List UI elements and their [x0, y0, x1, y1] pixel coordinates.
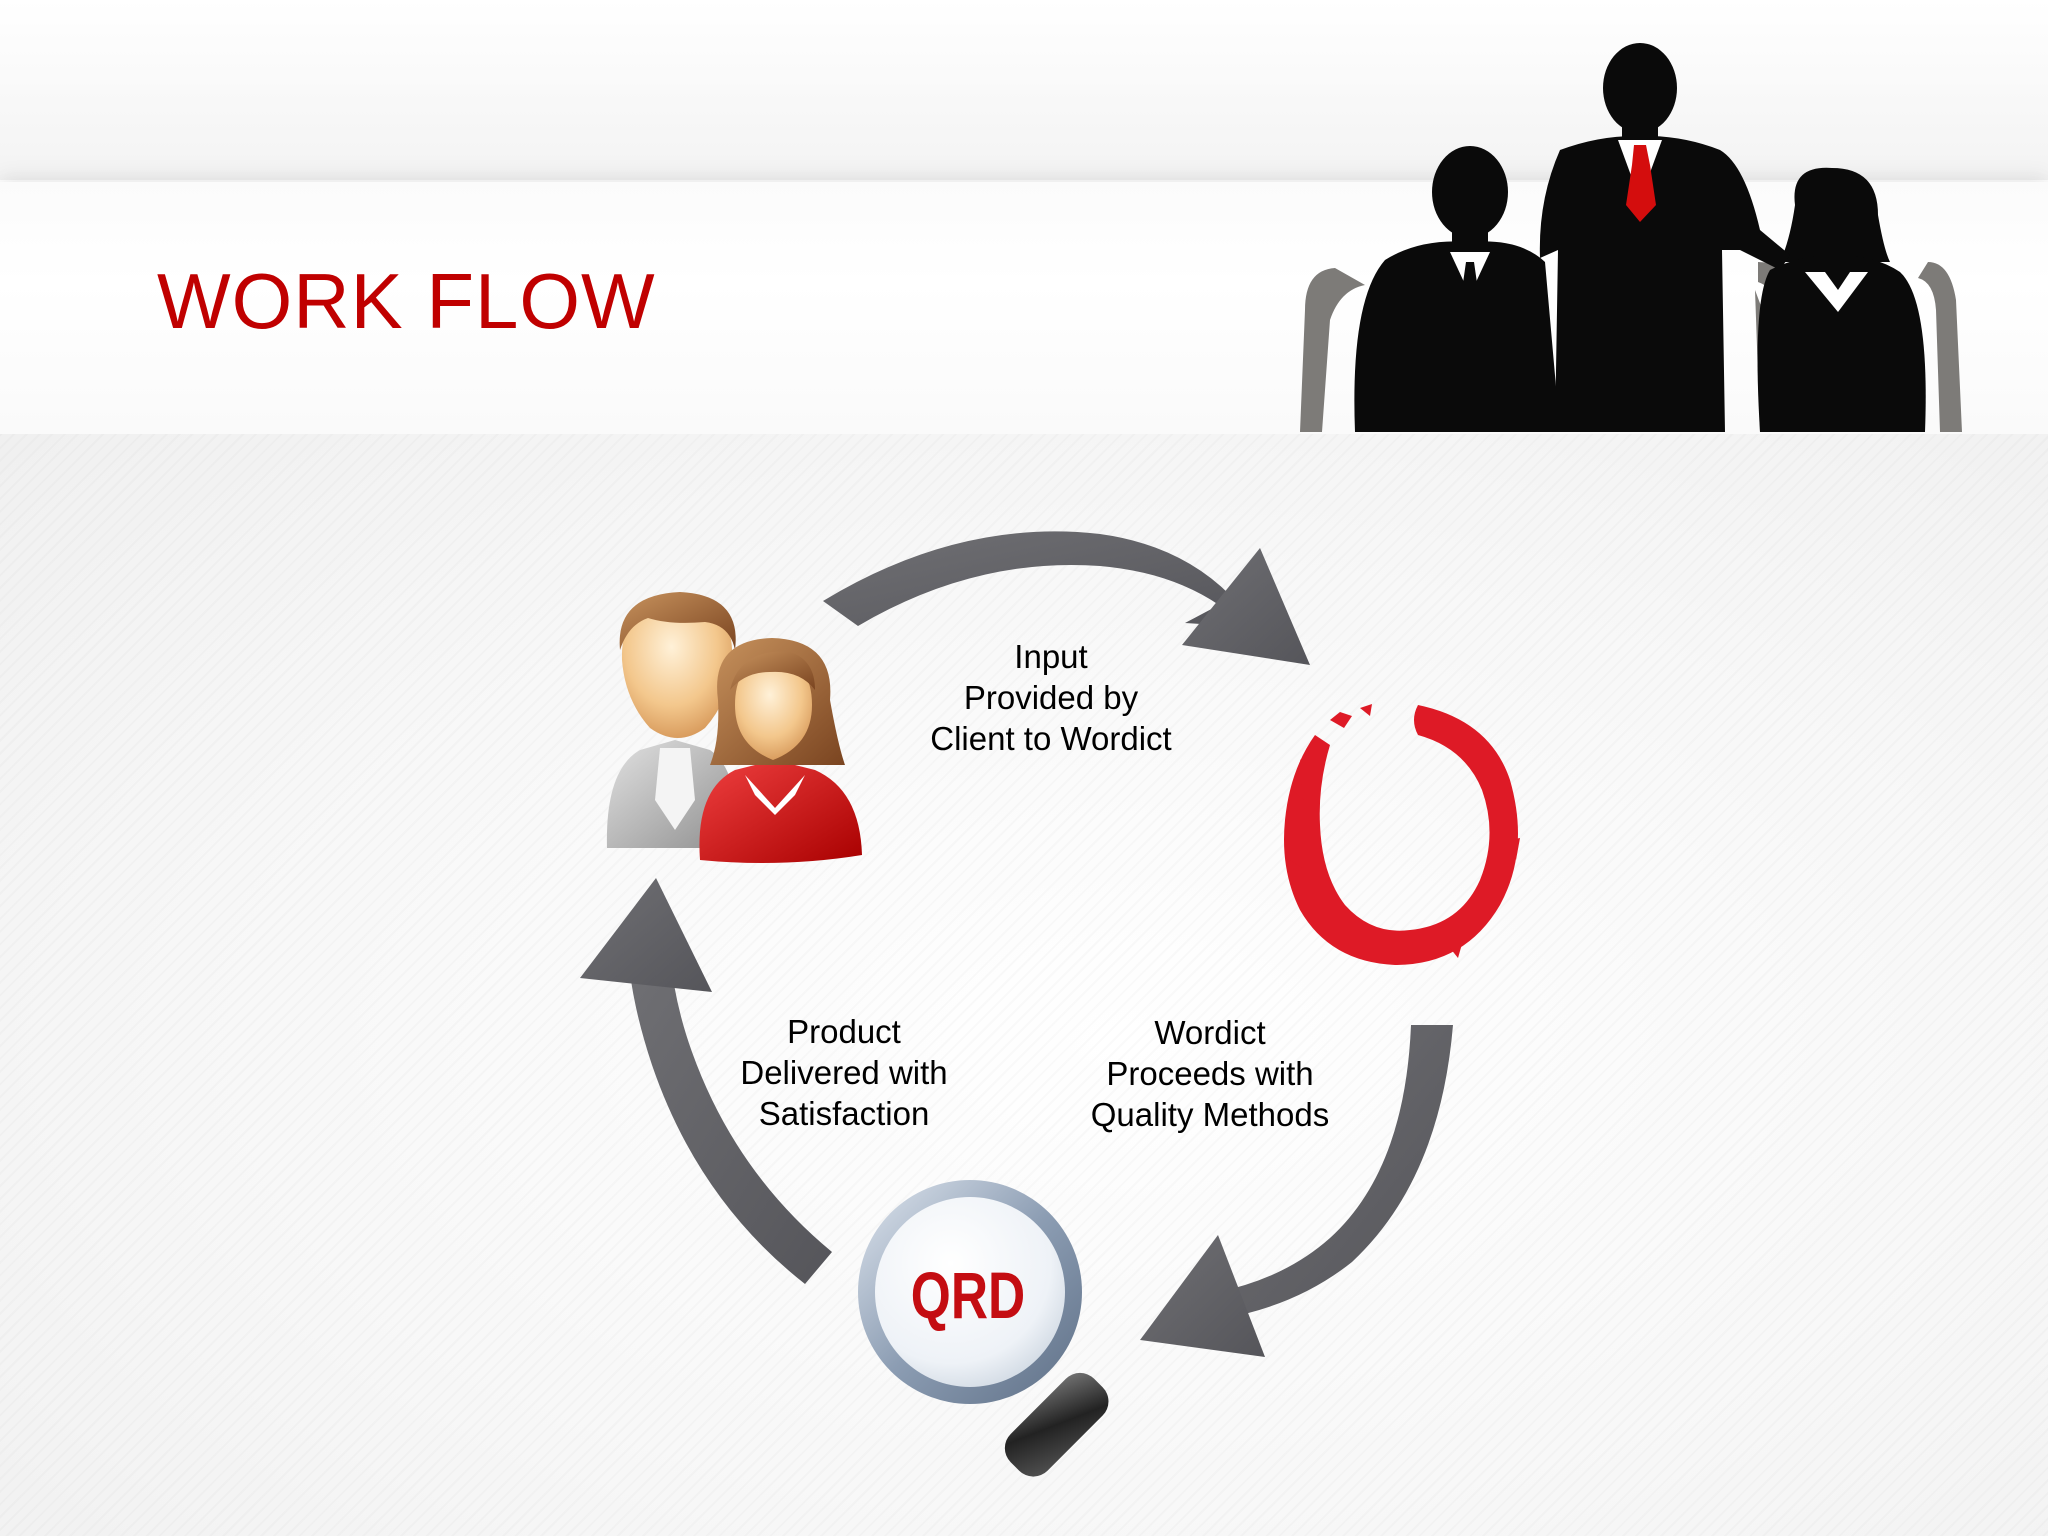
- qrd-label: QRD: [911, 1258, 1025, 1333]
- step-label-line: Input: [891, 636, 1211, 677]
- step-label-line: Quality Methods: [1050, 1094, 1370, 1135]
- step-label-line: Client to Wordict: [891, 718, 1211, 759]
- step-label-delivery: Product Delivered with Satisfaction: [684, 1011, 1004, 1134]
- step-label-line: Proceeds with: [1050, 1053, 1370, 1094]
- step-label-line: Satisfaction: [684, 1093, 1004, 1134]
- step-label-line: Wordict: [1050, 1012, 1370, 1053]
- step-label-input: Input Provided by Client to Wordict: [891, 636, 1211, 759]
- step-label-line: Product: [684, 1011, 1004, 1052]
- step-label-process: Wordict Proceeds with Quality Methods: [1050, 1012, 1370, 1135]
- step-label-line: Delivered with: [684, 1052, 1004, 1093]
- step-label-line: Provided by: [891, 677, 1211, 718]
